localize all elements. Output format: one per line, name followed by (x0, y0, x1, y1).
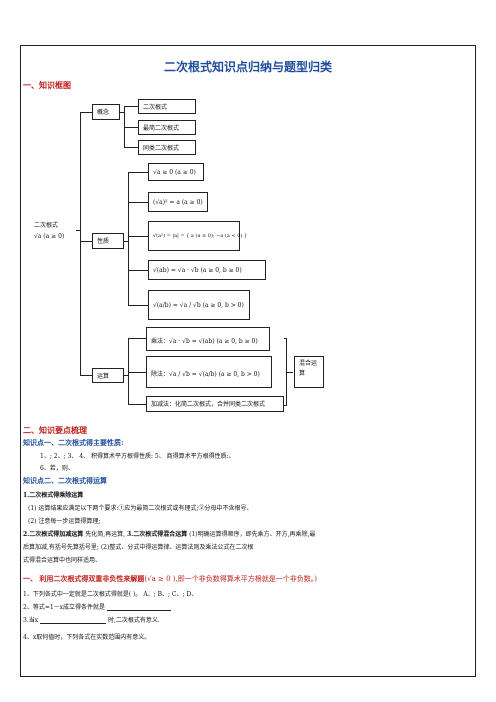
question-2-blank[interactable] (106, 603, 171, 611)
question-2: 2、等式=1－x成立得条件就是 (23, 602, 171, 611)
properties-node: 性质 (92, 233, 124, 249)
page-title: 二次根式知识点归纳与题型归类 (163, 60, 332, 74)
root-formula: √a (a ≥ 0) (34, 233, 65, 240)
concept-item-3: 同类二次根式 (138, 140, 196, 155)
sub1-line1: (1) 运算结果应满足以下两个要求:①应为最简二次根式或有理式;②分母中不含根号… (28, 505, 253, 512)
point2-title: 知识点二、二次根式得运算 (23, 476, 107, 485)
point1-line2: 6、若，则、 (40, 465, 74, 472)
property-item-5: √(a/b) = √a / √b (a ≥ 0, b > 0) (148, 290, 250, 320)
sub1-line2: (2) 注意每一步运算得算理; (28, 518, 101, 525)
mixed-operation-node: 混合运算 (294, 356, 324, 388)
property-item-4: √(ab) = √a · √b (a ≥ 0, b ≥ 0) (148, 260, 266, 280)
question-3-text-a: 3.当x (23, 617, 39, 624)
property-item-2: (√a)² = a (a ≥ 0) (148, 192, 208, 212)
section-heading-nonnegative: 一、 利用二次根式得双重非负性来解题(√a ≥ 0 ),即一个非负数得算术平方根… (23, 574, 317, 584)
operations-node: 运算 (92, 368, 124, 383)
sub2-mixed-text: (1)明确运算得顺序，即先乘方、开方,再乘除,最 (189, 531, 316, 538)
concept-item-2: 最简二次根式 (138, 120, 196, 135)
sub1-title: 1.二次根式得乘除运算 (23, 492, 84, 499)
question-3-text-b: 时,二次根式有意义. (107, 617, 160, 624)
point1-line1: 1、; 2、; 3、 4、 积得算术平方根得性质: 5、 商得算术平方根得性质:… (40, 453, 235, 460)
property-item-1: √a ≥ 0 (a ≥ 0) (148, 163, 204, 181)
point1-title: 知识点一、二次根式得主要性质: (23, 438, 124, 447)
sub2-add-title: 2.二次根式得加减运算 (23, 531, 84, 538)
sub2-line1: 2.二次根式得加减运算 先化简,再运算, 3.二次根式得混合运算 (1)明确运算… (23, 529, 315, 538)
nonnegative-note: (√a ≥ 0 ),即一个非负数得算术平方根就是一个非负数。) (144, 575, 317, 583)
root-node: 二次根式 √a (a ≥ 0) (30, 218, 76, 244)
operation-item-multiply: 乘法：√a · √b = √(ab) (a ≥ 0, b ≥ 0) (146, 327, 270, 351)
nonnegative-heading: 一、 利用二次根式得双重非负性来解题 (23, 574, 145, 583)
section-heading-key-points: 二、知识要点梳理 (23, 425, 87, 435)
question-4: 4、x取何值时，下列各式在实数范围内有意义。 (23, 634, 151, 641)
root-label: 二次根式 (34, 222, 59, 229)
sub2-add-text: 先化简,再运算, (85, 531, 126, 538)
operation-item-add-subtract: 加减法：化简二次根式，合并同类二次根式 (146, 396, 284, 412)
sub2-mixed-title: 3.二次根式得混合运算 (126, 531, 188, 538)
operation-item-divide: 除法：√a / √b = √(a/b) (a ≥ 0, b > 0) (146, 356, 272, 388)
section-heading-framework: 一、知识框图 (23, 80, 71, 90)
sub2-line3: 式得混合运算中也同样适用、 (23, 557, 102, 564)
question-1: 1、下列各式中一定就是二次根式得就是( )。 A、; B、; C、; D、 (23, 591, 198, 598)
concept-node: 概念 (92, 104, 120, 120)
question-3-blank[interactable] (40, 616, 63, 624)
page-frame (20, 45, 476, 677)
sub2-line2: 后算加减,有括号先算括号里; (2)整式、分式中得运算律、运算法则及乘法公式在二… (23, 544, 254, 551)
property-item-3: √(a²) = |a| = { a (a ≥ 0); −a (a < 0) } (148, 221, 247, 251)
question-2-text: 2、等式=1－x成立得条件就是 (23, 604, 106, 611)
concept-item-1: 二次根式 (138, 99, 196, 114)
question-3: 3.当x 时,二次根式有意义. (23, 615, 160, 624)
